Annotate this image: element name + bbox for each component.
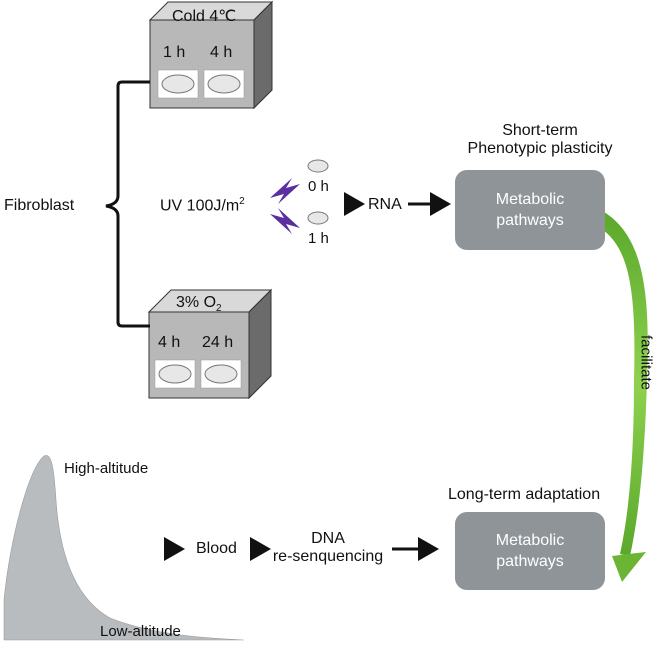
uv-time-0: 0 h [308,178,329,195]
dna-label: DNA re-senquencing [272,530,384,565]
hypoxia-time-2: 24 h [202,334,234,351]
facilitate-arrow [600,212,648,582]
cold-time-1: 1 h [163,44,186,61]
high-altitude-label: High-altitude [64,460,149,477]
long-term-pathways-box: Metabolic pathways [455,512,605,590]
facilitate-label: facilitate [637,334,655,391]
cold-time-2: 4 h [210,44,233,61]
fibroblast-label: Fibroblast [4,197,75,214]
petri-dish-icon [307,211,329,225]
petri-dish-icon [207,74,241,94]
blood-label: Blood [196,540,237,557]
petri-dish-icon [204,364,238,384]
petri-dish-icon [158,364,192,384]
low-altitude-label: Low-altitude [100,623,181,640]
altitude-distribution-curve [3,455,245,641]
uv-zap-icon [270,178,300,234]
fibroblast-bracket [105,80,150,328]
short-term-pathways-box: Metabolic pathways [455,170,605,250]
uv-label: UV 100J/m2 [160,196,245,215]
petri-dish-icon [307,159,329,173]
petri-dish-icon [161,74,195,94]
hypoxia-cube [147,288,273,400]
hypoxia-time-1: 4 h [158,334,181,351]
cold-box-title: Cold 4℃ [172,8,237,25]
uv-time-1: 1 h [308,230,329,247]
long-term-title: Long-term adaptation [448,486,601,503]
cold-cube [148,0,274,110]
hypoxia-box-title: 3% O2 [176,294,222,315]
short-term-title: Short-term Phenotypic plasticity [467,122,613,157]
rna-label: RNA [368,196,402,213]
